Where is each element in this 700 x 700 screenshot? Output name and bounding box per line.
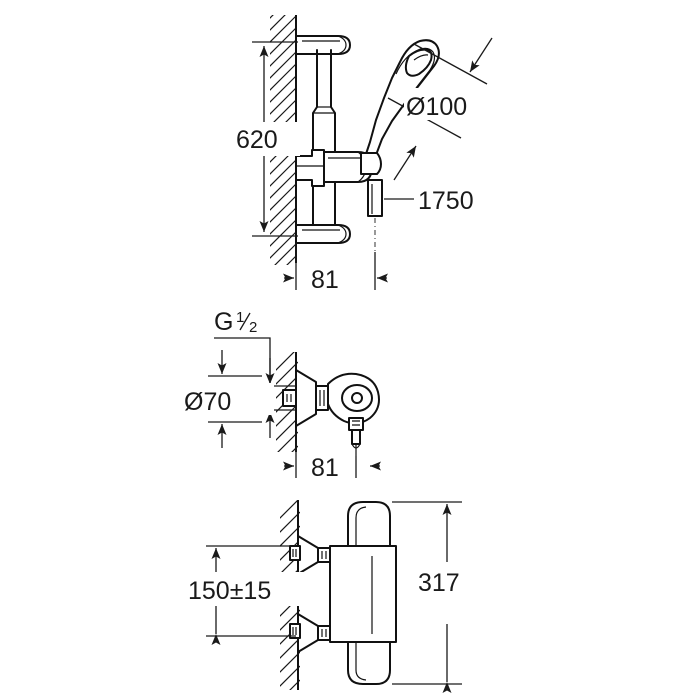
inlet-escutcheon-upper [289, 535, 331, 575]
view-thermostat: 150±15 317 [186, 500, 480, 693]
wall-hatching-middle [276, 352, 298, 452]
view-shower-rail: 620 81 Ø100 1750 [234, 15, 512, 294]
inlet-escutcheon-lower [289, 613, 331, 653]
wall-middle [276, 352, 298, 452]
outlet-escutcheon [282, 369, 329, 427]
thermostat-mixer-body [329, 545, 397, 643]
dimension-diameter-100-label: Ø100 [406, 93, 467, 121]
dimension-diameter-100: Ø100 [387, 37, 512, 181]
dimension-81-middle: 81 [283, 428, 381, 482]
shower-rail-tube [312, 49, 336, 233]
dimension-1750-label: 1750 [418, 187, 474, 215]
dimension-317: 317 [392, 501, 480, 693]
dimension-1750: 1750 [384, 187, 474, 215]
dimension-81-top: 81 [283, 243, 388, 294]
dimension-317-label: 317 [418, 569, 460, 597]
volume-handle [347, 641, 391, 685]
dimension-diameter-70-label: Ø70 [184, 388, 231, 416]
temperature-handle [347, 501, 391, 547]
dimension-thread-g-half: G 1 2 [214, 308, 296, 438]
thread-label-numerator: 1 [236, 309, 244, 326]
rail-lower-bracket [295, 224, 351, 244]
rail-upper-bracket [295, 35, 351, 55]
dimension-diameter-70: Ø70 [182, 350, 274, 448]
hand-shower [360, 39, 440, 175]
dimension-81-middle-label: 81 [311, 454, 339, 482]
outlet-elbow-body [327, 372, 380, 425]
dimension-150-label: 150±15 [188, 577, 271, 605]
view-outlet-elbow: G 1 2 Ø70 [182, 308, 381, 482]
dimension-81-top-label: 81 [311, 266, 339, 294]
thread-label-denominator: 2 [249, 319, 257, 336]
thread-label-g: G [214, 308, 233, 336]
dimension-620: 620 [234, 41, 300, 237]
dimension-620-label: 620 [236, 126, 278, 154]
dimension-150-tolerance: 150±15 [186, 545, 318, 645]
elbow-hose-tail [348, 417, 364, 456]
hose-connector [367, 179, 383, 252]
